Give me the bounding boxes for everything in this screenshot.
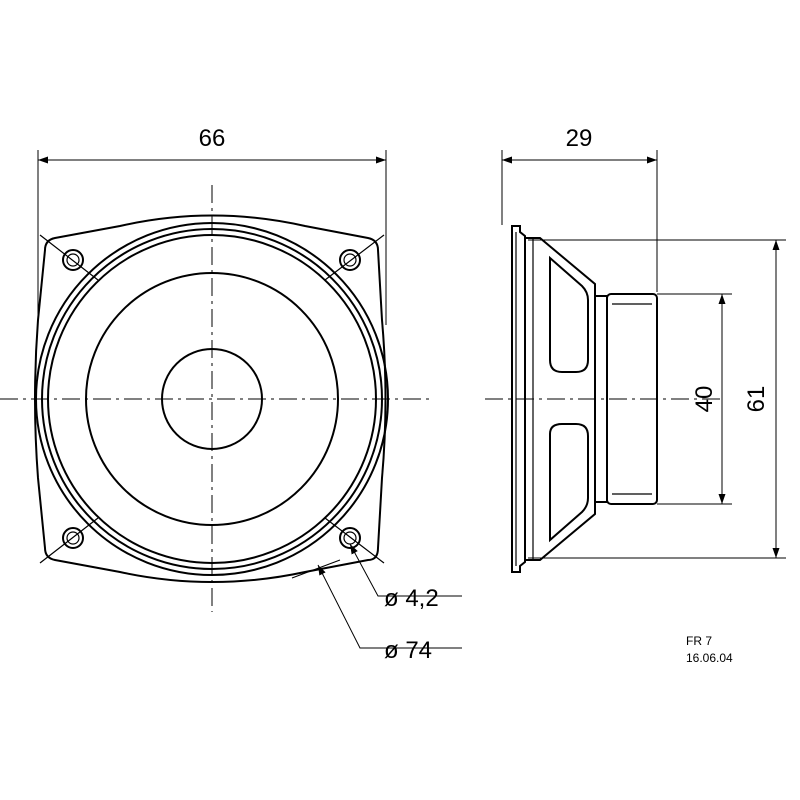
depth-label: 29 xyxy=(566,125,593,152)
dust-cap xyxy=(161,348,263,450)
hole-diameter-label: ø 4,2 xyxy=(384,585,439,612)
mounting-hole-top-right xyxy=(339,249,361,271)
side-view: 29 40 61 xyxy=(485,125,786,573)
title-block: FR 7 16.06.04 xyxy=(686,634,733,665)
cutout-label: 61 xyxy=(743,386,770,413)
mounting-hole-bottom-left xyxy=(62,527,84,549)
outer-diameter-tick xyxy=(291,559,341,579)
basket-window-bottom xyxy=(549,423,589,543)
front-view: 66 ø 4,2 ø 74 xyxy=(0,125,462,664)
outer-diameter-label: ø 74 xyxy=(384,637,432,664)
surround-outer-ring xyxy=(35,222,389,576)
magnet-diameter-label: 40 xyxy=(691,386,718,413)
width-label: 66 xyxy=(199,125,226,152)
mounting-hole-top-left xyxy=(62,249,84,271)
side-front-flange xyxy=(511,225,526,573)
hole-leader xyxy=(349,543,462,597)
cone-edge xyxy=(85,272,339,526)
model-label: FR 7 xyxy=(686,634,712,648)
basket-window-top xyxy=(549,255,589,373)
surround-middle-ring xyxy=(41,228,383,570)
outer-diameter-leader xyxy=(317,564,462,649)
date-label: 16.06.04 xyxy=(686,651,733,665)
surround-inner-ring xyxy=(47,234,377,564)
side-magnet xyxy=(606,293,658,505)
